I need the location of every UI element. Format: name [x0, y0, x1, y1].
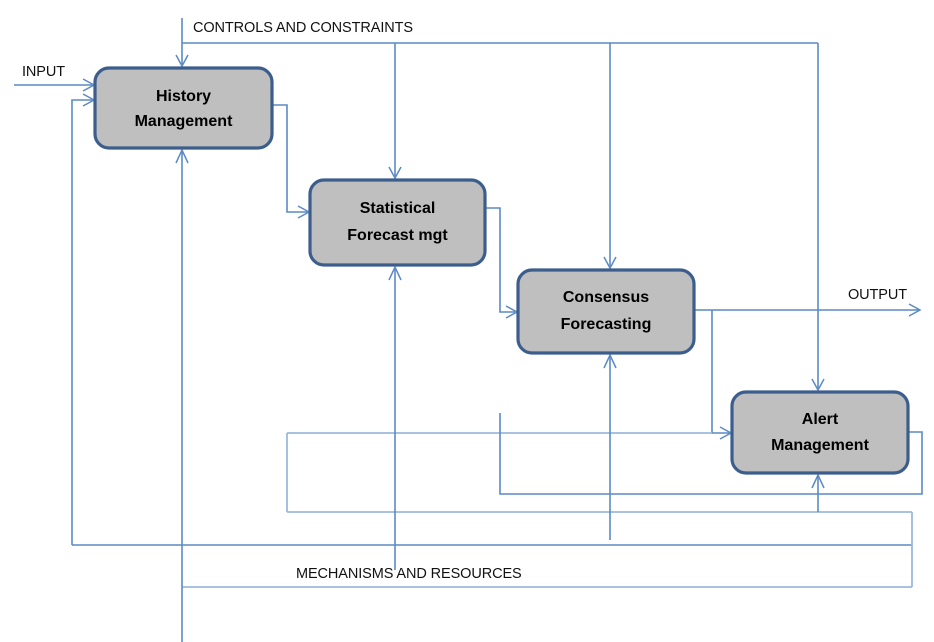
statistical-consensus-line — [485, 207, 515, 313]
feedback-to-history — [71, 93, 96, 545]
arrow-mechanism-alert — [811, 473, 825, 489]
alert-output-loop — [499, 413, 923, 495]
feedback-history-line — [71, 99, 92, 545]
history-management-rect[interactable] — [93, 66, 274, 150]
output-label: OUTPUT — [848, 287, 907, 303]
input-flow — [14, 78, 96, 92]
process-box-consensus-forecasting[interactable]: Consensus Forecasting — [516, 268, 696, 355]
arrow-control-consensus — [603, 256, 617, 270]
history-to-statistical — [272, 104, 311, 219]
process-boxes: History Management Statistical Forecast … — [93, 66, 910, 475]
alert-management-label-line1: Alert — [802, 411, 839, 428]
input-label: INPUT — [22, 64, 65, 80]
statistical-forecast-mgt-rect[interactable] — [308, 178, 487, 267]
statistical-forecast-mgt-label-line1: Statistical — [360, 200, 436, 217]
controls-bus — [175, 18, 825, 392]
history-management-label-line1: History — [156, 88, 211, 105]
mechanism-upfeeds — [175, 148, 825, 642]
arrow-mechanism-history — [175, 148, 189, 164]
consensus-forecasting-label-line1: Consensus — [563, 289, 649, 306]
consensus-forecasting-label-line2: Forecasting — [561, 316, 652, 333]
alert-management-label-line2: Management — [771, 437, 869, 454]
arrow-mechanism-consensus — [603, 353, 617, 369]
statistical-forecast-mgt-label-line2: Forecast mgt — [347, 227, 448, 244]
consensus-alert-line — [711, 310, 729, 434]
process-box-statistical-forecast-mgt[interactable]: Statistical Forecast mgt — [308, 178, 487, 267]
history-statistical-line — [272, 104, 307, 213]
arrow-output — [908, 303, 922, 317]
consensus-forecasting-rect[interactable] — [516, 268, 696, 355]
mechanisms-and-resources-label: MECHANISMS AND RESOURCES — [296, 566, 522, 582]
alert-loop-line — [499, 413, 923, 495]
statistical-to-consensus — [485, 207, 519, 319]
alert-management-rect[interactable] — [730, 390, 910, 475]
history-management-label-line2: Management — [135, 113, 233, 130]
arrow-control-statistical — [388, 166, 402, 180]
arrow-control-history — [175, 54, 189, 68]
arrow-mechanism-statistical — [388, 265, 402, 281]
process-box-history-management[interactable]: History Management — [93, 66, 274, 150]
mechanisms-rails — [72, 433, 913, 588]
arrow-control-alert — [811, 378, 825, 392]
controls-and-constraints-label: CONTROLS AND CONSTRAINTS — [193, 20, 413, 36]
process-box-alert-management[interactable]: Alert Management — [730, 390, 910, 475]
